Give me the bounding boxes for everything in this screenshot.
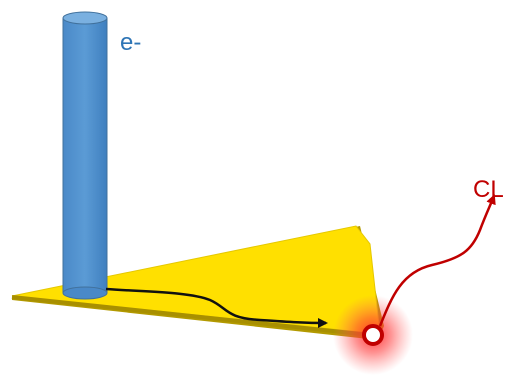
electron-beam-bottom xyxy=(62,286,108,300)
electron-beam-top xyxy=(62,11,108,25)
emission-point xyxy=(362,324,384,346)
sample-plate xyxy=(11,225,384,340)
electron-beam-body xyxy=(62,17,108,294)
cl-label: CL xyxy=(473,176,504,203)
electron-label: e- xyxy=(120,29,141,56)
electron-path-arrow xyxy=(105,287,328,328)
sample-plate-front-edge xyxy=(11,295,381,338)
cl-emission-arrow xyxy=(378,194,496,327)
electron-beam xyxy=(62,11,108,300)
